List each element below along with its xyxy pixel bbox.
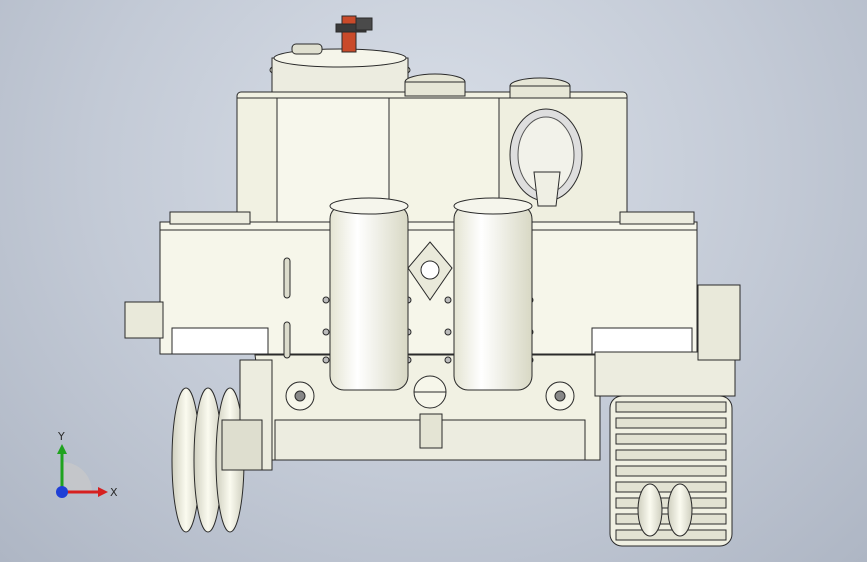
y-axis-label: Y — [57, 430, 65, 443]
triad-quadrant — [62, 462, 92, 492]
x-axis-arrowhead — [98, 487, 108, 497]
turret[interactable] — [236, 15, 628, 233]
right-track[interactable] — [594, 284, 741, 547]
left-drive-wheels[interactable] — [171, 359, 273, 533]
y-axis-arrowhead — [57, 444, 67, 454]
cupola-machine-gun — [335, 15, 373, 53]
exhaust-right[interactable] — [453, 197, 533, 391]
exhaust-left[interactable] — [329, 197, 409, 391]
x-axis-label: X — [110, 486, 118, 499]
z-axis-dot — [56, 486, 68, 498]
coordinate-triad: Y X — [56, 430, 118, 499]
